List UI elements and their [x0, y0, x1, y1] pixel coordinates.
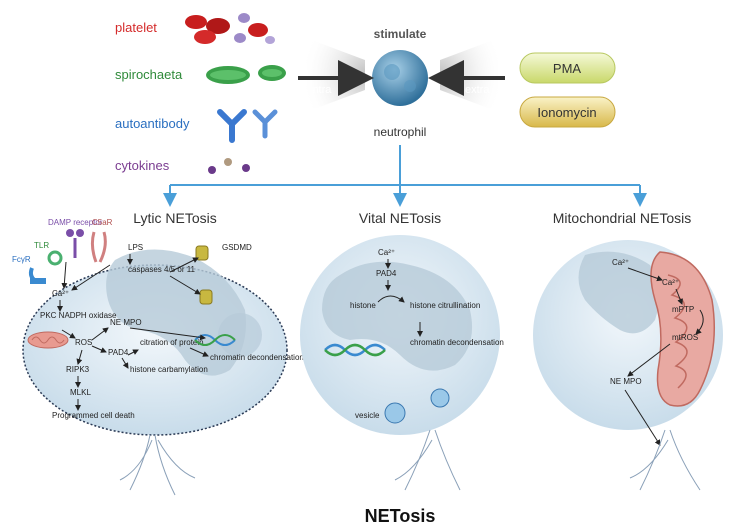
- cytokines-icon: [208, 158, 250, 174]
- vesicle-label: vesicle: [355, 411, 380, 420]
- lps-label: LPS: [128, 243, 143, 252]
- vital-dna-icon: [324, 343, 386, 357]
- branch-arrows: [163, 145, 647, 207]
- mtros-label: mtROS: [672, 333, 698, 342]
- mptp-label: mPTP: [672, 305, 694, 314]
- netosis-title: NETosis: [365, 506, 436, 526]
- caspases-label: caspases 4/5 or 11: [128, 265, 196, 274]
- c5ar-label: C5aR: [92, 218, 113, 227]
- tlr-label: TLR: [34, 241, 49, 250]
- lytic-net-strands: [119, 434, 196, 496]
- ripk3-label: RIPK3: [66, 365, 90, 374]
- chromatin-label: chromatin decondensation: [210, 353, 304, 362]
- extra-label: extra: [465, 84, 490, 96]
- citration-label: citration of protein: [140, 338, 204, 347]
- ne-mpo-label: NE MPO: [110, 318, 142, 327]
- extra-funnel: [440, 30, 520, 120]
- lytic-arrows: [57, 254, 209, 411]
- mito-net-strands: [629, 429, 701, 491]
- vesicle-icon: [384, 388, 450, 424]
- intra-label: intra: [310, 84, 332, 96]
- mitochondrion-icon: [650, 251, 716, 407]
- platelet-icon: [185, 13, 275, 44]
- spirochaeta-icon: [206, 65, 286, 84]
- gsdmd-label: GSDMD: [222, 243, 252, 252]
- receptor-icons: [28, 229, 107, 284]
- vital-ca-label: Ca²⁺: [378, 248, 395, 257]
- autoantibody-icon: [217, 109, 278, 143]
- stimulate-label: stimulate: [374, 27, 427, 41]
- autoantibody-label: autoantibody: [115, 116, 190, 131]
- neutrophil-label: neutrophil: [374, 125, 427, 139]
- fcyr-label: FcγR: [12, 255, 31, 264]
- death-label: Programmed cell death: [52, 411, 135, 420]
- pma-pill: [519, 52, 616, 84]
- mlkl-label: MLKL: [70, 388, 91, 397]
- pkc-label: PKC NADPH oxidase: [40, 311, 117, 320]
- vital-histone-label: histone: [350, 301, 376, 310]
- mito-ca2-label: Ca²⁺: [662, 278, 679, 287]
- vital-arrows: [377, 259, 423, 337]
- intra-funnel: [285, 30, 365, 120]
- cytokines-label: cytokines: [115, 158, 170, 173]
- vital-chromatin-label: chromatin decondensation: [410, 338, 504, 347]
- pma-label: PMA: [553, 61, 582, 76]
- pad4-label: PAD4: [108, 348, 129, 357]
- damp-receptor-label: DAMP receptor: [48, 218, 103, 227]
- vital-nucleus: [322, 261, 473, 371]
- lytic-title: Lytic NETosis: [133, 210, 217, 226]
- mito-title: Mitochondrial NETosis: [553, 210, 692, 226]
- lytic-ca-label: Ca²⁺: [52, 289, 69, 298]
- neutrophil-cell: [372, 50, 428, 106]
- vital-title: Vital NETosis: [359, 210, 441, 226]
- ionomycin-pill: [519, 96, 616, 128]
- lytic-mitochondrion-icon: [27, 331, 69, 349]
- vital-pad4-label: PAD4: [376, 269, 397, 278]
- histone-carb-label: histone carbamylation: [130, 365, 208, 374]
- mito-ca1-label: Ca²⁺: [612, 258, 629, 267]
- vital-net-strands: [394, 429, 461, 491]
- vital-citrullination-label: histone citrullination: [410, 301, 480, 310]
- ros-label: ROS: [75, 338, 92, 347]
- gsdmd-icon: [195, 245, 213, 305]
- ionomycin-label: Ionomycin: [537, 105, 596, 120]
- mito-ne-mpo-label: NE MPO: [610, 377, 642, 386]
- mito-arrows: [624, 267, 704, 446]
- platelet-label: platelet: [115, 20, 157, 35]
- spirochaeta-label: spirochaeta: [115, 67, 183, 82]
